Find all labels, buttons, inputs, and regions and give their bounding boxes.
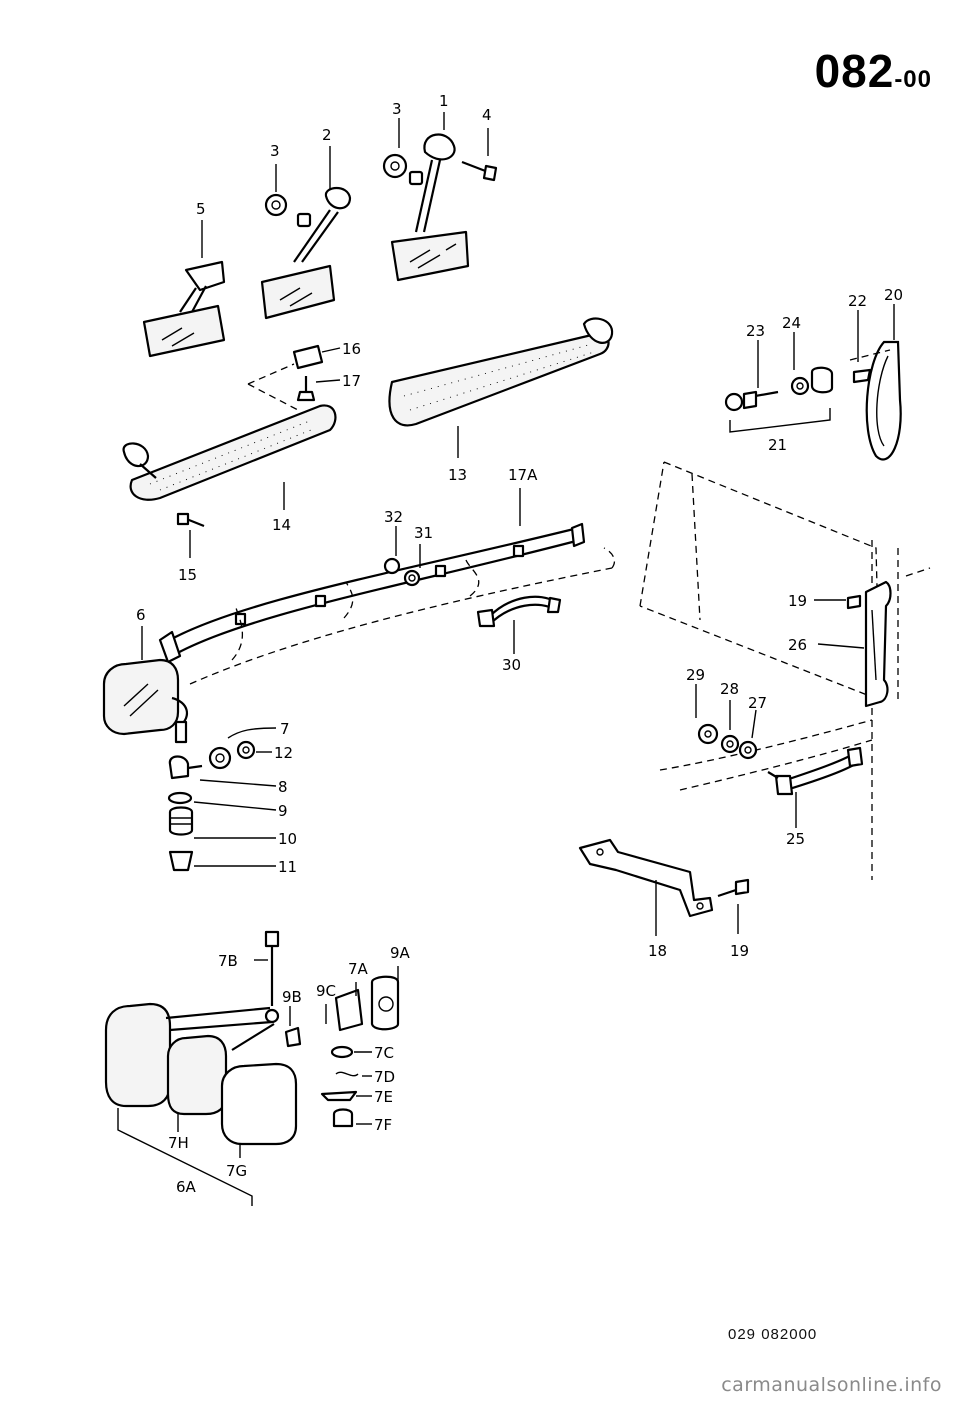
callout-31: 31 (414, 524, 433, 542)
callout-17: 17 (342, 372, 361, 390)
callout-7C: 7C (374, 1044, 394, 1062)
callout-9: 9 (278, 802, 288, 820)
callout-32: 32 (384, 508, 403, 526)
page-code-main: 082 (814, 45, 895, 97)
grab-handle-30 (476, 595, 562, 628)
door-outline (639, 461, 931, 880)
callout-14: 14 (272, 516, 291, 534)
page-code: 082-00 (815, 44, 932, 98)
callout-2: 2 (322, 126, 332, 144)
callout-25: 25 (786, 830, 805, 848)
callout-15: 15 (178, 566, 197, 584)
callout-9B: 9B (282, 988, 302, 1006)
callout-7D: 7D (374, 1068, 395, 1086)
callout-11: 11 (278, 858, 297, 876)
callout-7B: 7B (218, 952, 238, 970)
exterior-mirror-6 (102, 658, 256, 872)
callout-3a: 3 (392, 100, 402, 118)
callout-28: 28 (720, 680, 739, 698)
leader-lines (117, 112, 895, 1206)
callout-3b: 3 (270, 142, 280, 160)
sun-visor-right (388, 317, 614, 427)
callout-9A: 9A (390, 944, 411, 962)
callout-21: 21 (768, 436, 787, 454)
interior-mirror-5 (142, 260, 226, 358)
callout-18: 18 (648, 942, 667, 960)
callout-26: 26 (788, 636, 807, 654)
callout-19b: 19 (730, 942, 749, 960)
page-code-suffix: -00 (894, 66, 932, 93)
buffer-assembly-21 (724, 366, 834, 433)
door-handle-25 (697, 723, 864, 796)
drawing-reference-number: 029 082000 (728, 1326, 818, 1343)
callout-27: 27 (748, 694, 767, 712)
bracket-18 (578, 838, 750, 918)
callout-22: 22 (848, 292, 867, 310)
callout-23: 23 (746, 322, 765, 340)
callout-17A: 17A (508, 466, 538, 484)
callout-16: 16 (342, 340, 361, 358)
callout-7E: 7E (374, 1088, 393, 1106)
callout-8: 8 (278, 778, 288, 796)
callout-5: 5 (196, 200, 206, 218)
callout-1: 1 (439, 92, 449, 110)
callout-6: 6 (136, 606, 146, 624)
callout-12: 12 (274, 744, 293, 762)
interior-mirror-1 (382, 133, 498, 282)
callout-7H: 7H (168, 1134, 189, 1152)
callout-7A: 7A (348, 960, 369, 978)
callout-6A: 6A (176, 1178, 197, 1196)
callout-13: 13 (448, 466, 467, 484)
callout-30: 30 (502, 656, 521, 674)
callout-24: 24 (782, 314, 801, 332)
callout-10: 10 (278, 830, 297, 848)
callout-7G: 7G (226, 1162, 247, 1180)
callout-7F: 7F (374, 1116, 392, 1134)
watermark-text: carmanualsonline.info (721, 1374, 942, 1396)
interior-mirror-2 (260, 186, 352, 320)
callout-19a: 19 (788, 592, 807, 610)
callout-29: 29 (686, 666, 705, 684)
callout-4: 4 (482, 106, 492, 124)
callout-9C: 9C (316, 982, 336, 1000)
callout-labels: 1 2 3 3 4 5 6 6A 7 7A 7B 9C 7C 7D 7E 7F … (136, 92, 903, 1196)
exterior-mirror-6A (104, 930, 400, 1146)
roof-rail-17A (158, 522, 616, 685)
sun-visor-left (122, 344, 337, 528)
callout-7: 7 (280, 720, 290, 738)
assist-strap-20 (849, 340, 902, 461)
callout-20: 20 (884, 286, 903, 304)
